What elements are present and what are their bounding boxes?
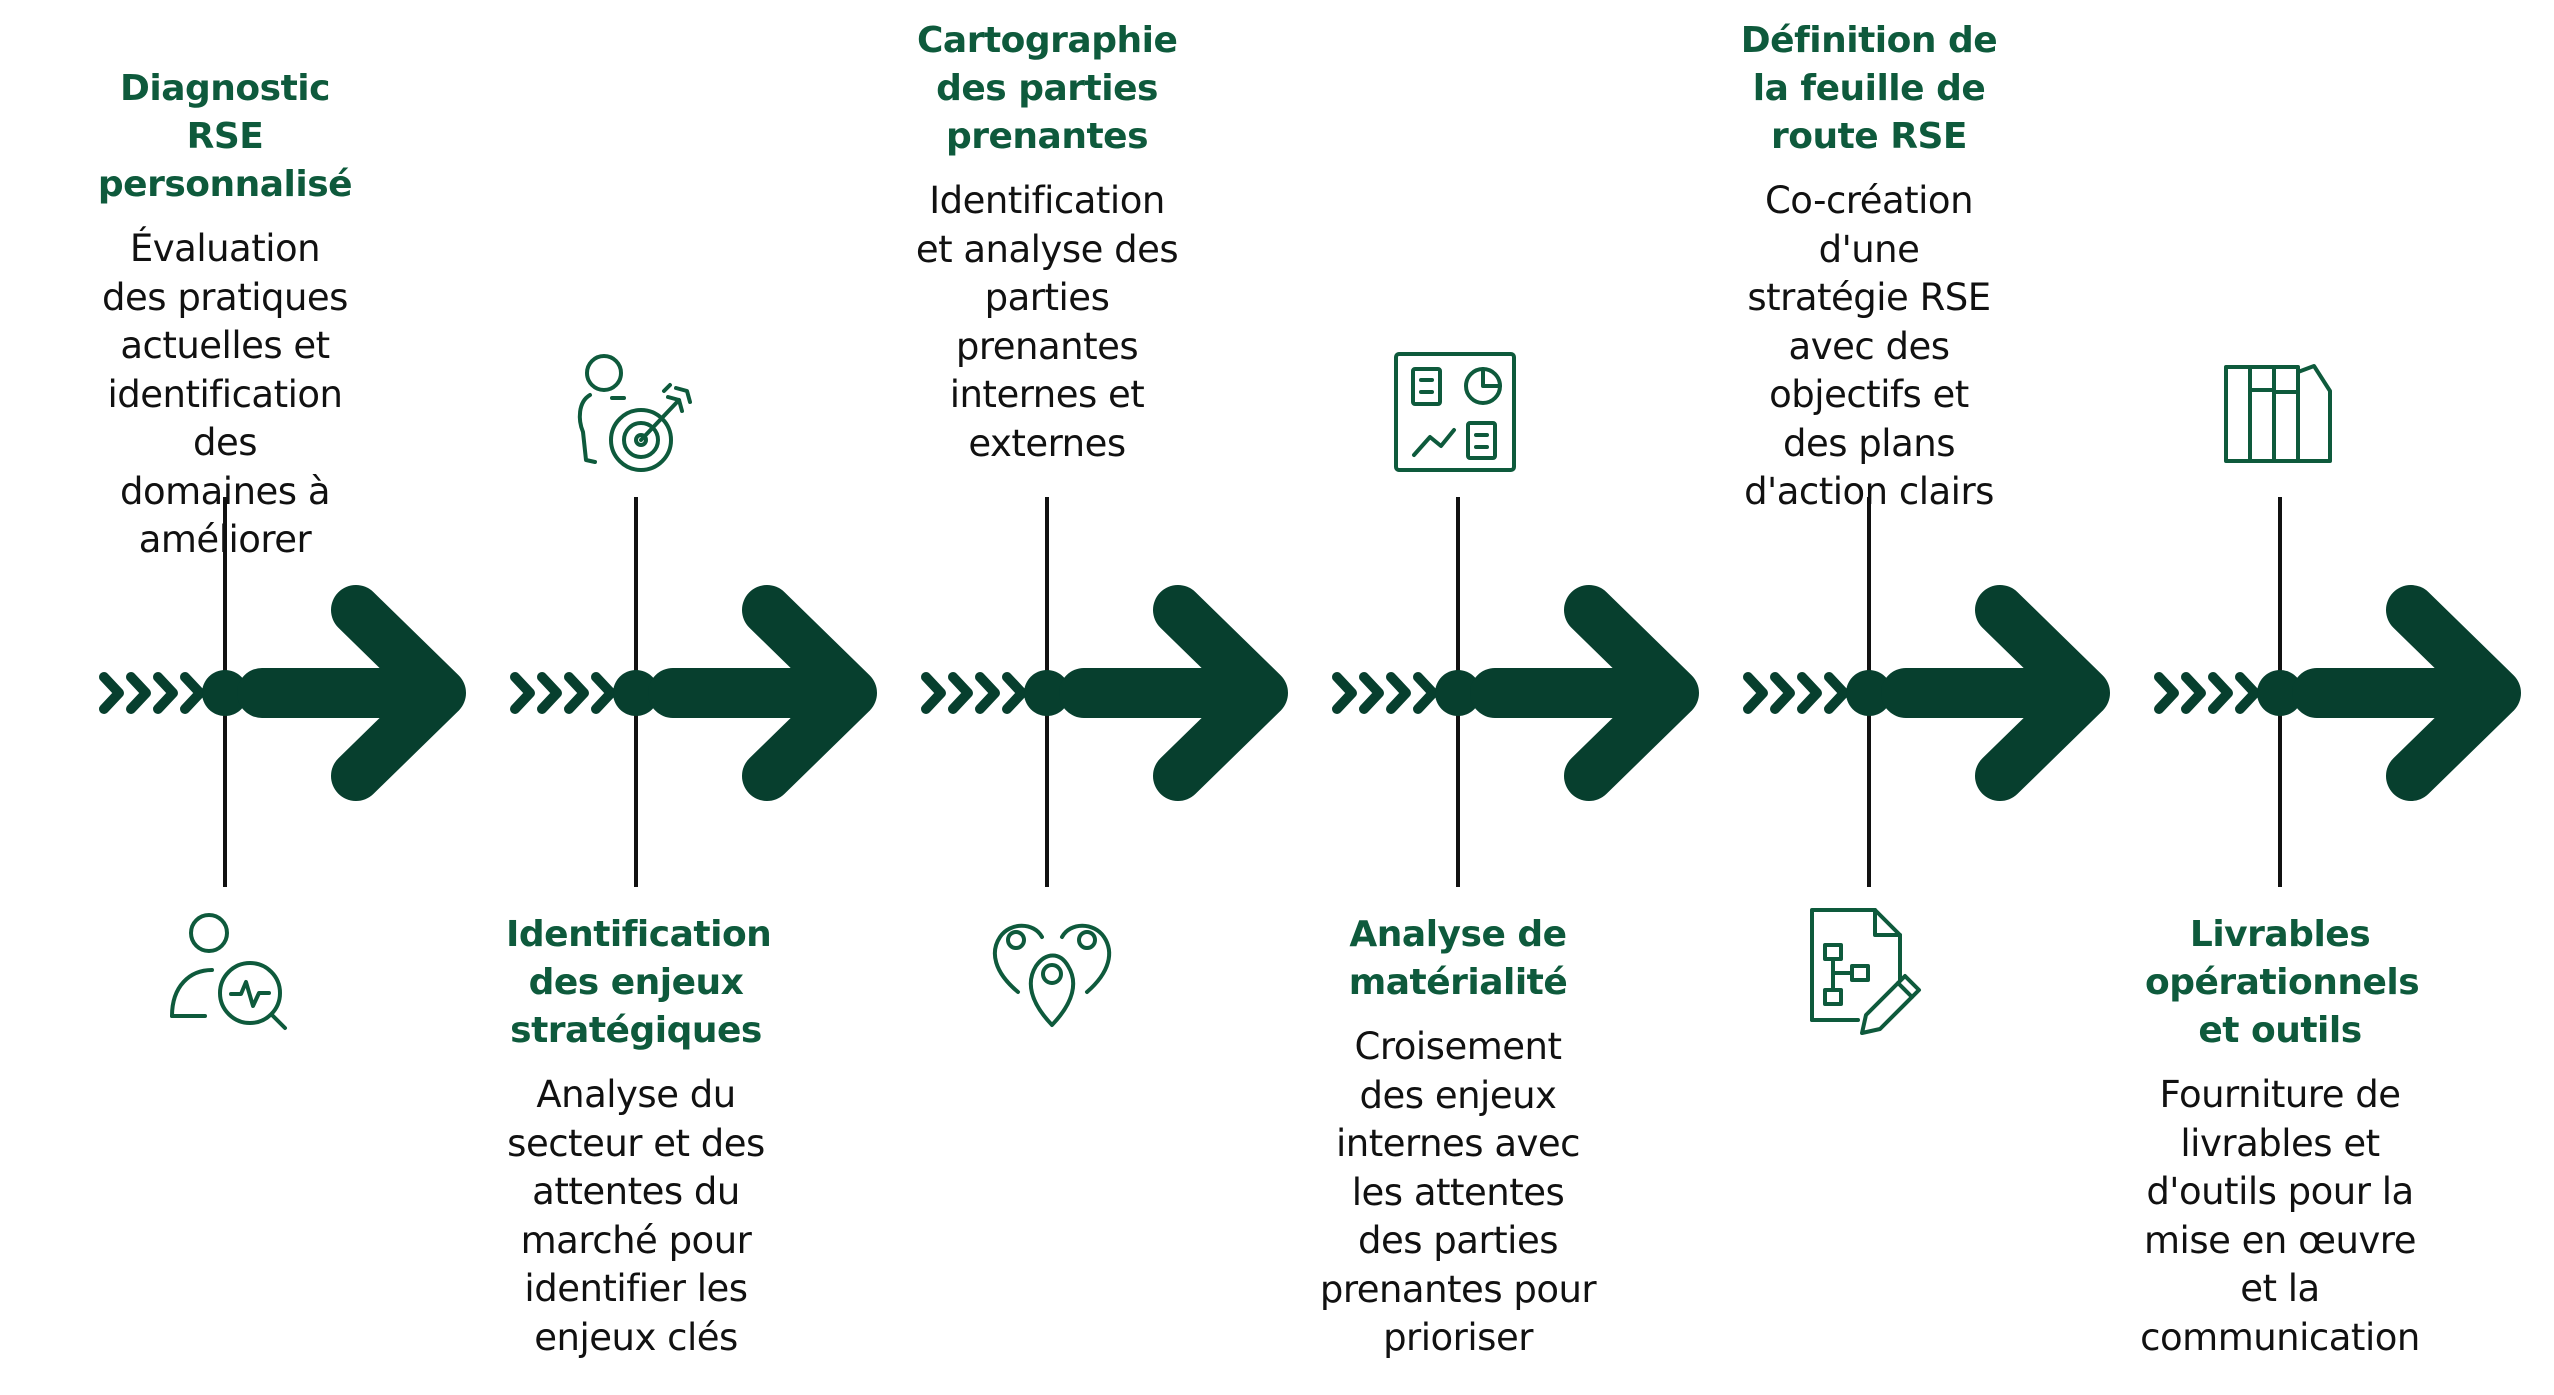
step-5-description: Co-création d'une stratégie RSE avec des… <box>1744 179 1994 513</box>
person-target-icon <box>577 354 692 472</box>
step-6-connector <box>2154 497 2521 887</box>
step-4: Analyse de matérialité Croisement des en… <box>1258 911 1658 1363</box>
step-3-description: Identification et analyse des parties pr… <box>915 179 1179 465</box>
person-magnifier-icon <box>170 913 287 1030</box>
step-4-description: Croisement des enjeux internes avec les … <box>1319 1025 1597 1359</box>
step-1-connector <box>99 497 466 887</box>
step-2-title: Identification des enjeux stratégiques <box>506 914 772 1051</box>
step-3-connector <box>921 497 1288 887</box>
step-6-description: Fourniture de livrables et d'outils pour… <box>2140 1073 2420 1359</box>
step-3-title: Cartographie des parties prenantes <box>917 20 1178 157</box>
map-pins-icon <box>992 923 1112 1027</box>
books-icon <box>2224 364 2332 463</box>
step-5-title: Définition de la feuille de route RSE <box>1740 20 1998 157</box>
step-2-description: Analyse du secteur et des attentes du ma… <box>507 1073 765 1359</box>
step-3: Cartographie des parties prenantes Ident… <box>847 17 1247 468</box>
step-5-connector <box>1743 497 2110 887</box>
step-4-connector <box>1332 497 1699 887</box>
step-6-title: Livrables opérationnels et outils <box>2145 914 2420 1051</box>
step-1-description: Évaluation des pratiques actuelles et id… <box>102 227 348 561</box>
step-1: Diagnostic RSE personnalisé Évaluation d… <box>25 65 425 565</box>
step-1-title: Diagnostic RSE personnalisé <box>97 68 353 205</box>
step-2: Identification des enjeux stratégiques A… <box>436 911 836 1362</box>
dashboard-icon <box>1394 352 1516 472</box>
step-5: Définition de la feuille de route RSE Co… <box>1669 17 2069 517</box>
step-2-connector <box>510 497 877 887</box>
step-6: Livrables opérationnels et outils Fourni… <box>2080 911 2480 1362</box>
document-edit-icon <box>1810 908 1921 1035</box>
step-4-title: Analyse de matérialité <box>1348 914 1568 1003</box>
